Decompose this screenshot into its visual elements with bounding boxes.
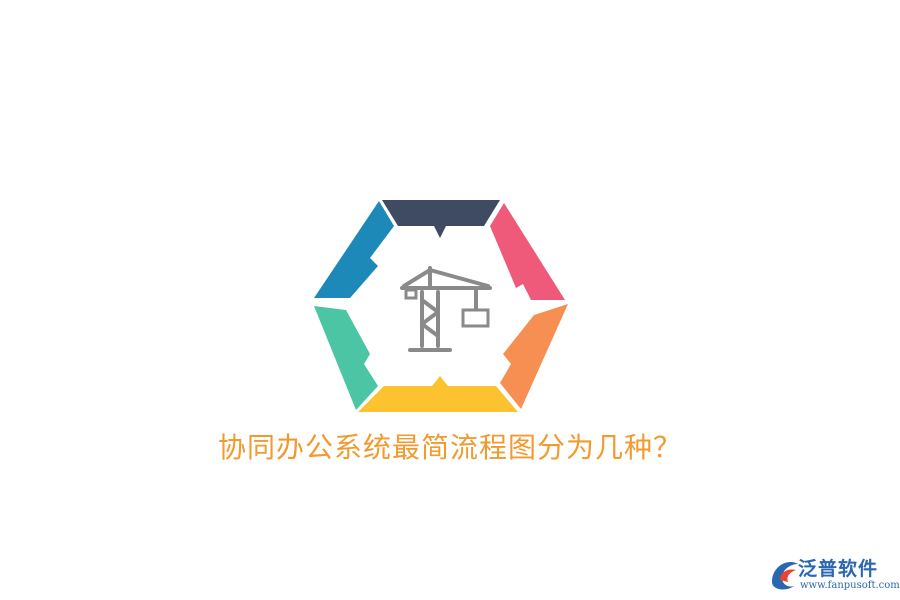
fanpu-logo-icon bbox=[772, 562, 798, 590]
page-title: 协同办公系统最简流程图分为几种？ bbox=[217, 431, 682, 464]
hexagon-segment-lower-left bbox=[314, 306, 378, 410]
hexagon-segment-lower-right bbox=[500, 304, 568, 409]
hexagon-segment-top bbox=[382, 200, 500, 238]
brand-name: 泛普软件 bbox=[798, 558, 879, 580]
tower-crane-icon bbox=[400, 266, 492, 352]
hexagon-segment-upper-right bbox=[490, 203, 565, 300]
brand-url: www.fanpusoft.com bbox=[800, 580, 900, 591]
hexagon-segment-upper-left bbox=[314, 201, 394, 298]
hexagon-segment-bottom bbox=[358, 376, 518, 412]
